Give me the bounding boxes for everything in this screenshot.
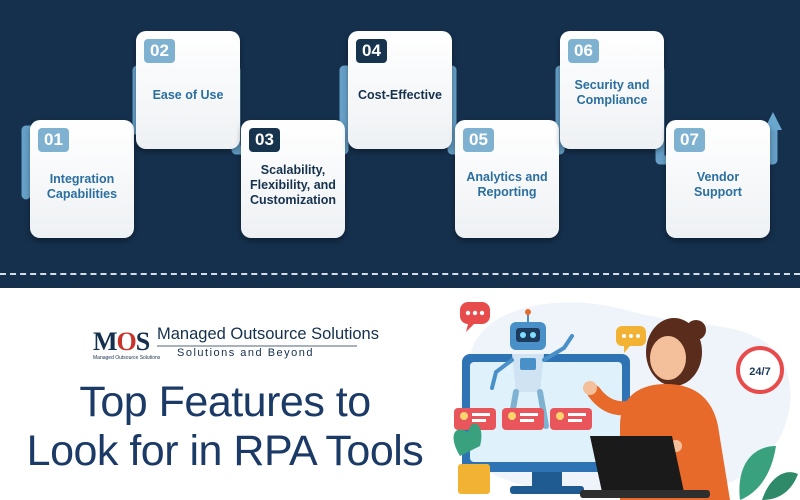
dashed-divider	[0, 273, 800, 275]
feature-card-07: 07 Vendor Support	[666, 120, 770, 238]
globe-icon: O	[116, 327, 137, 356]
svg-text:24/7: 24/7	[749, 366, 770, 378]
feature-label-02: Ease of Use	[152, 88, 224, 102]
logo-small-text: Managed Outsource Solutions	[93, 355, 161, 361]
feature-card-04: 04 Cost-Effective	[348, 31, 452, 149]
plant-icon	[453, 423, 490, 494]
feature-number-01: 01	[38, 128, 69, 152]
feature-label-03: Scalability, Flexibility, and Customizat…	[249, 163, 337, 207]
laptop-icon	[580, 436, 710, 498]
robot-icon	[490, 309, 574, 429]
company-logo: MOS Managed Outsource Solutions Managed …	[93, 325, 379, 365]
leaf-icon	[739, 446, 798, 500]
title-line-2: Look for in RPA Tools	[26, 427, 424, 475]
feature-number-07: 07	[674, 128, 705, 152]
review-cards	[454, 408, 592, 430]
feature-card-01: 01 Integration Capabilities	[30, 120, 134, 238]
feature-card-06: 06 Security and Compliance	[560, 31, 664, 149]
title-line-1: Top Features to	[79, 378, 371, 426]
feature-flow-band: 01 Integration Capabilities 02 Ease of U…	[0, 0, 800, 288]
chat-bubble-icon	[460, 302, 490, 332]
logo-company-name: Managed Outsource Solutions	[157, 325, 379, 343]
clock-icon: 24/7	[736, 346, 784, 394]
feature-number-03: 03	[249, 128, 280, 152]
feature-number-06: 06	[568, 39, 599, 63]
message-bubble-icon	[616, 326, 646, 353]
feature-label-06: Security and Compliance	[574, 78, 650, 107]
feature-card-03: 03 Scalability, Flexibility, and Customi…	[241, 120, 345, 238]
feature-card-05: 05 Analytics and Reporting	[455, 120, 559, 238]
feature-label-01: Integration Capabilities	[46, 172, 118, 201]
logo-divider	[157, 345, 357, 347]
feature-number-04: 04	[356, 39, 387, 63]
feature-number-02: 02	[144, 39, 175, 63]
rpa-illustration: 24/7	[453, 302, 798, 500]
page-title: Top Features to Look for in RPA Tools	[0, 378, 450, 476]
feature-label-07: Vendor Support	[694, 170, 742, 199]
feature-label-04: Cost-Effective	[357, 88, 443, 102]
feature-card-02: 02 Ease of Use	[136, 31, 240, 149]
logo-mark: MOS Managed Outsource Solutions	[93, 325, 160, 365]
feature-number-05: 05	[463, 128, 494, 152]
logo-tagline: Solutions and Beyond	[177, 347, 315, 359]
logo-letters: MOS	[93, 327, 150, 356]
feature-label-05: Analytics and Reporting	[466, 170, 548, 199]
